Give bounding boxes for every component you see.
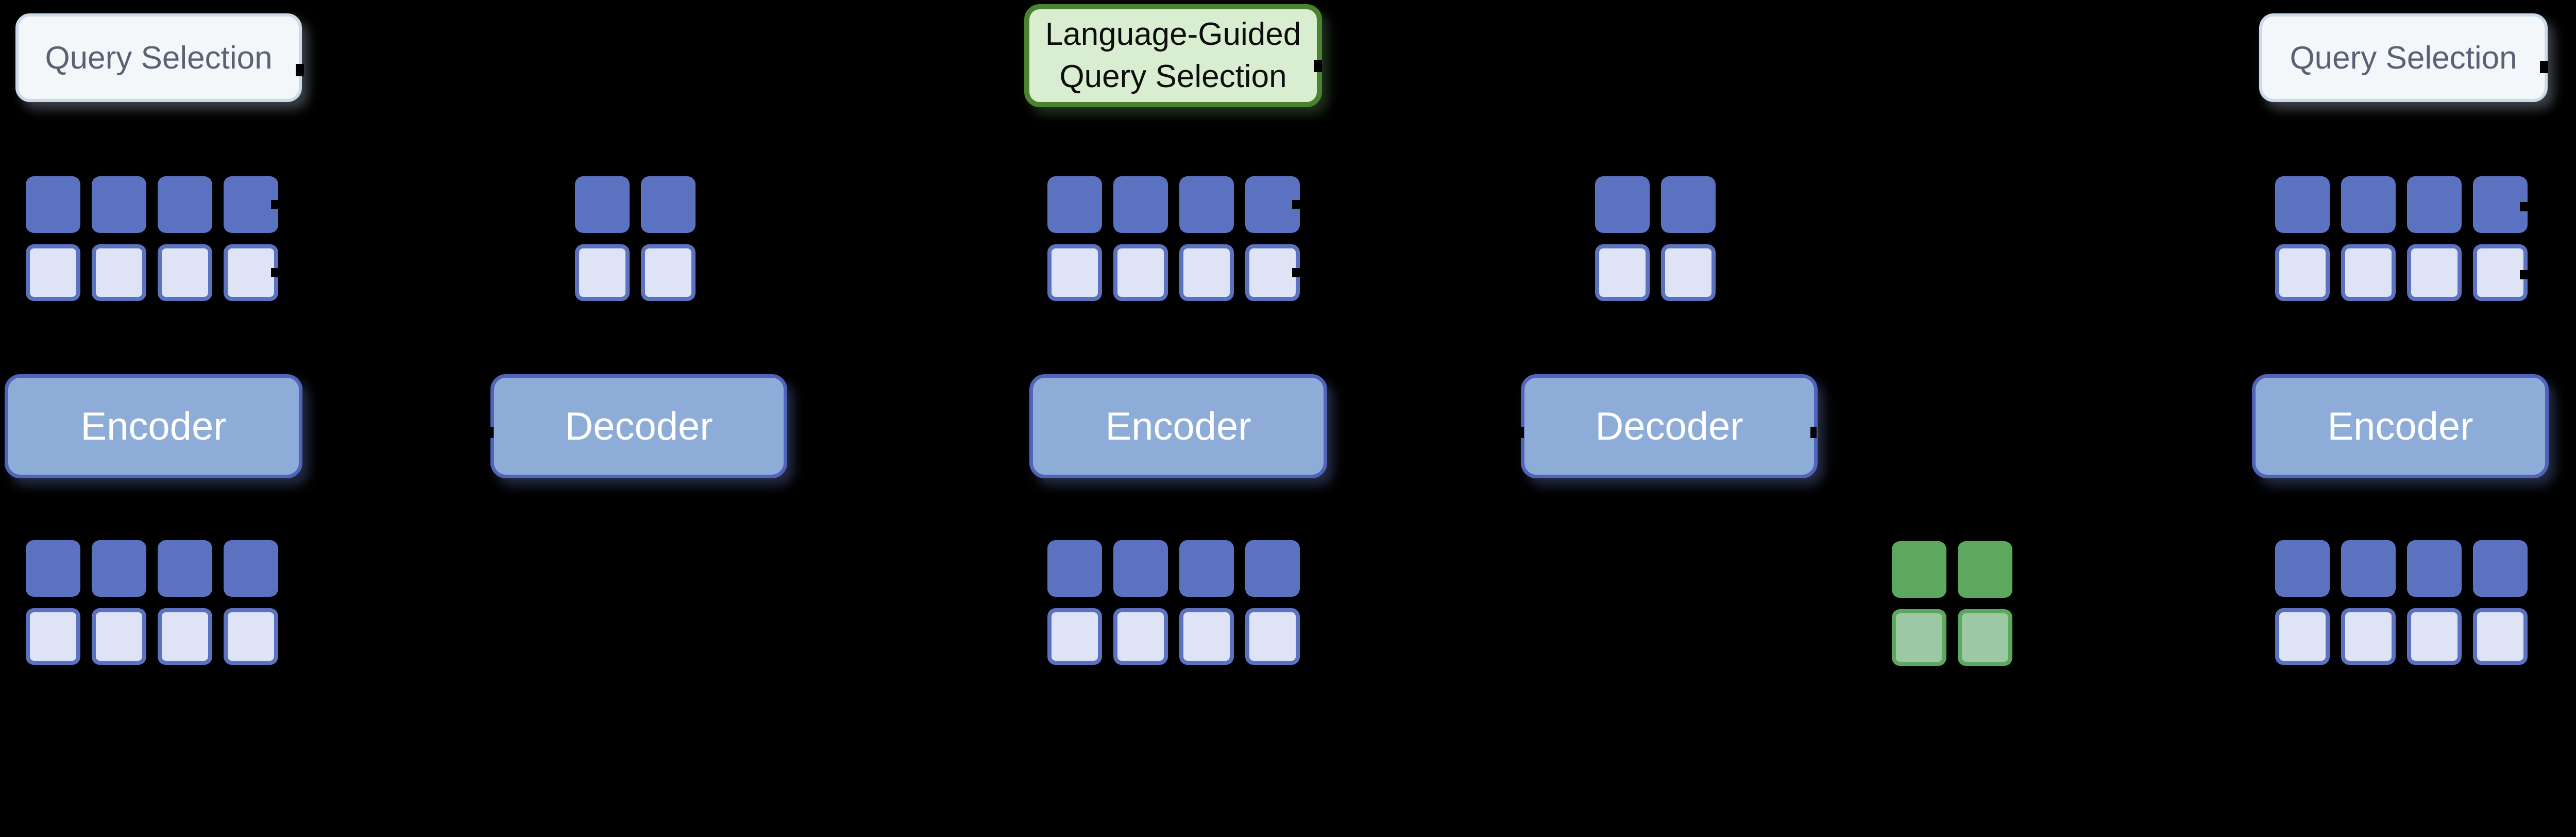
- encoder-input-tokens-right-token: [2275, 244, 2330, 301]
- encoder-output-tokens-right-token: [2341, 608, 2396, 665]
- encoder-output-tokens-middle-token: [1113, 540, 1168, 597]
- encoder-output-tokens-left-token: [92, 608, 146, 665]
- decoder-label-middle: Decoder: [1595, 404, 1743, 448]
- encoder-input-tokens-middle-token: [1047, 244, 1102, 301]
- encoder-output-tokens-right-token: [2275, 608, 2330, 665]
- encoder-output-tokens-middle-token: [1245, 540, 1300, 597]
- encoder-box-left: Encoder: [5, 374, 302, 478]
- decoder-query-tokens-left-token: [641, 176, 696, 233]
- arrow-stub: [1518, 427, 1524, 438]
- arrow-stub: [1292, 200, 1300, 209]
- encoder-input-tokens-right-token: [2341, 244, 2396, 301]
- decoder-label-left: Decoder: [565, 404, 713, 448]
- encoder-input-tokens-middle-token: [1245, 244, 1300, 301]
- encoder-output-tokens-right-token: [2407, 608, 2462, 665]
- encoder-input-tokens-middle-token: [1113, 176, 1168, 233]
- arrow-stub: [296, 64, 304, 76]
- encoder-output-tokens-left-token: [224, 540, 278, 597]
- encoder-output-tokens-left-token: [224, 608, 278, 665]
- encoder-input-tokens-middle-token: [1179, 244, 1234, 301]
- encoder-input-tokens-left-token: [92, 244, 146, 301]
- encoder-output-tokens-left-token: [92, 540, 146, 597]
- arrow-stub: [2540, 61, 2548, 73]
- encoder-input-tokens-right-token: [2407, 176, 2462, 233]
- encoder-output-tokens-middle-token: [1047, 540, 1102, 597]
- decoder-query-tokens-middle-token: [1595, 176, 1650, 233]
- language-selected-tokens-green-token: [1958, 609, 2012, 666]
- encoder-box-middle: Encoder: [1029, 374, 1327, 478]
- encoder-input-tokens-left-token: [26, 176, 80, 233]
- encoder-input-tokens-middle-token: [1245, 176, 1300, 233]
- decoder-box-middle: Decoder: [1521, 374, 1818, 478]
- decoder-query-tokens-left-token: [575, 244, 630, 301]
- encoder-label-middle: Encoder: [1105, 404, 1251, 448]
- encoder-output-tokens-right-token: [2341, 540, 2396, 597]
- encoder-input-tokens-middle-token: [1179, 176, 1234, 233]
- decoder-query-tokens-left-token: [575, 176, 630, 233]
- encoder-input-tokens-right-token: [2407, 244, 2462, 301]
- encoder-label-left: Encoder: [80, 404, 227, 448]
- query-selection-box-right: Query Selection: [2259, 13, 2548, 102]
- arrow-stub: [2520, 270, 2528, 279]
- language-selected-tokens-green-token: [1892, 541, 1946, 598]
- arrow-stub: [1314, 60, 1322, 72]
- encoder-input-tokens-left-token: [224, 176, 278, 233]
- encoder-input-tokens-left-token: [158, 244, 212, 301]
- decoder-query-tokens-middle-token: [1661, 244, 1716, 301]
- encoder-output-tokens-right-token: [2473, 608, 2528, 665]
- query-selection-label-left: Query Selection: [45, 40, 273, 76]
- encoder-input-tokens-left-token: [158, 176, 212, 233]
- arrow-stub: [487, 427, 494, 438]
- query-selection-box-left: Query Selection: [15, 13, 302, 102]
- arrow-stub: [271, 200, 279, 209]
- encoder-output-tokens-right-token: [2473, 540, 2528, 597]
- arrow-stub: [271, 268, 279, 277]
- encoder-input-tokens-middle-token: [1113, 244, 1168, 301]
- decoder-query-tokens-left-token: [641, 244, 696, 301]
- language-selected-tokens-green-token: [1892, 609, 1946, 666]
- encoder-output-tokens-middle-token: [1113, 608, 1168, 665]
- encoder-input-tokens-left-token: [26, 244, 80, 301]
- encoder-output-tokens-middle-token: [1245, 608, 1300, 665]
- language-guided-query-selection-box: Language-Guided Query Selection: [1024, 4, 1322, 107]
- encoder-input-tokens-left-token: [224, 244, 278, 301]
- encoder-input-tokens-right-token: [2473, 176, 2528, 233]
- arrow-stub: [1292, 268, 1300, 277]
- decoder-query-tokens-middle-token: [1661, 176, 1716, 233]
- encoder-output-tokens-middle-token: [1179, 540, 1234, 597]
- encoder-output-tokens-middle-token: [1179, 608, 1234, 665]
- encoder-input-tokens-right-token: [2275, 176, 2330, 233]
- encoder-output-tokens-left-token: [26, 540, 80, 597]
- encoder-output-tokens-middle-token: [1047, 608, 1102, 665]
- encoder-output-tokens-left-token: [26, 608, 80, 665]
- encoder-output-tokens-right-token: [2407, 540, 2462, 597]
- encoder-output-tokens-left-token: [158, 608, 212, 665]
- arrow-stub: [1810, 427, 1817, 438]
- encoder-label-right: Encoder: [2327, 404, 2473, 448]
- query-selection-label-right: Query Selection: [2290, 40, 2517, 76]
- decoder-box-left: Decoder: [490, 374, 787, 478]
- language-selected-tokens-green-token: [1958, 541, 2012, 598]
- language-guided-query-selection-label: Language-Guided Query Selection: [1045, 16, 1301, 94]
- decoder-query-tokens-middle-token: [1595, 244, 1650, 301]
- encoder-input-tokens-middle-token: [1047, 176, 1102, 233]
- encoder-input-tokens-right-token: [2341, 176, 2396, 233]
- encoder-input-tokens-left-token: [92, 176, 146, 233]
- arrow-stub: [2520, 202, 2528, 211]
- encoder-output-tokens-left-token: [158, 540, 212, 597]
- encoder-box-right: Encoder: [2252, 374, 2549, 478]
- encoder-output-tokens-right-token: [2275, 540, 2330, 597]
